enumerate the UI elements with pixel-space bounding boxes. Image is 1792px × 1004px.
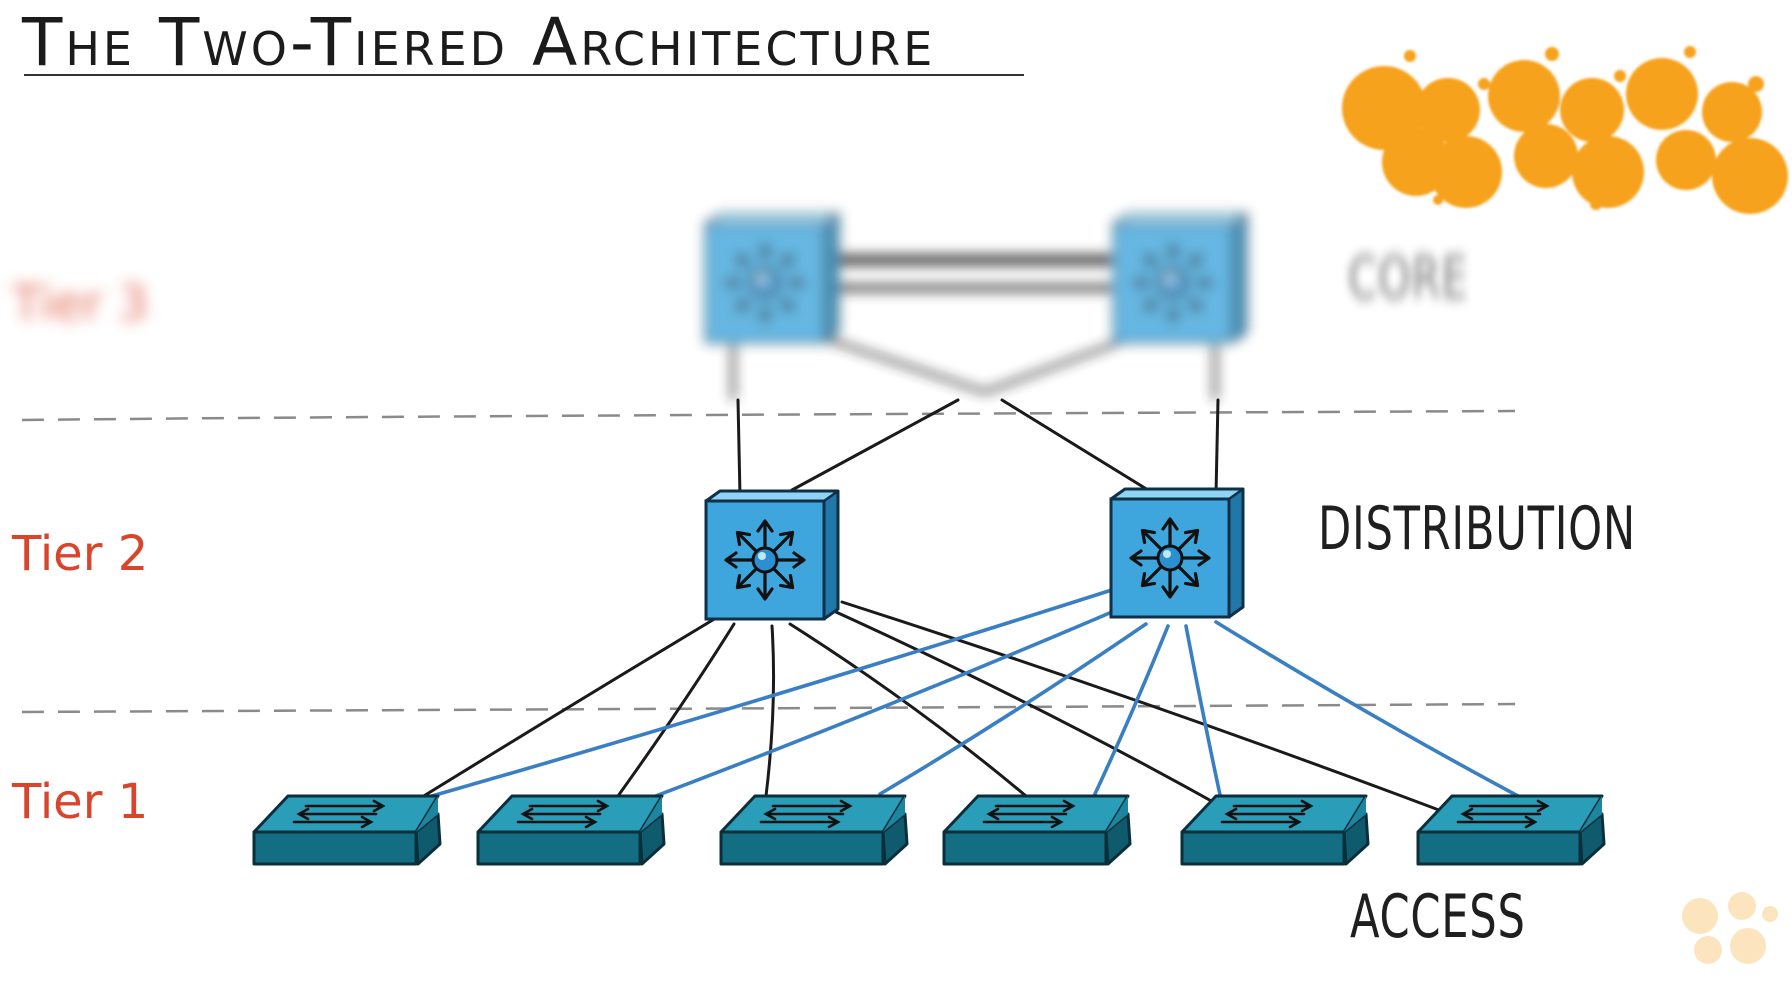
core-layer [706,214,1246,400]
access-switches [252,794,1606,866]
distribution-switch-right-icon [1111,489,1243,617]
access-switch-4-icon [942,794,1132,866]
link-right-to-access-1 [416,586,1120,802]
distribution-uplinks [736,398,1220,498]
logo-dot-1 [1342,66,1426,150]
link-right-to-access-2 [638,604,1128,804]
link-left-to-access-2 [616,622,736,798]
link-left-to-access-5 [834,610,1226,810]
distribution-switch-left-icon [706,491,838,619]
link-right-to-access-6 [1214,620,1520,798]
page-title: The Two-Tiered Architecture [22,4,936,81]
tier-label-bottom: Tier 1 [12,774,149,830]
link-left-to-access-1 [412,616,718,804]
tier-separator-upper [21,409,1516,422]
logo-dot-10 [1572,136,1644,208]
logo-speck-4 [1748,76,1764,92]
link-left-to-access-3 [764,624,776,798]
core-switch-right-icon [1114,214,1246,342]
watermark-dot-4 [1730,928,1766,964]
logo-speck-7 [1433,195,1443,205]
access-switch-3-icon [719,794,909,866]
logo-dot-11 [1656,130,1716,190]
link-left-to-access-4 [788,622,1028,798]
tier-label-middle: Tier 2 [12,526,149,582]
core-switch-left-icon [706,214,838,342]
logo-speck-1 [1404,50,1416,62]
access-switch-1-icon [252,794,442,866]
tier-label-top: Tier 3 [12,276,149,332]
links-from-left-distribution [412,600,1462,820]
logo-dot-8 [1430,136,1502,208]
watermark-dot-5 [1762,906,1778,922]
watermark-dot-1 [1682,898,1718,934]
watermark-dot-2 [1728,892,1756,920]
logo-dot-3 [1488,60,1560,132]
access-switch-5-icon [1180,794,1370,866]
logo-dot-9 [1514,124,1578,188]
access-switch-2-icon [476,794,666,866]
link-right-to-access-5 [1184,624,1224,806]
logo-speck-6 [1614,70,1626,82]
link-right-to-access-4 [1092,624,1170,798]
logo-speck-5 [1478,78,1490,90]
orange-dots-logo-icon [1342,46,1788,214]
tier-separator-lower [21,702,1516,714]
logo-dot-4 [1560,78,1624,142]
logo-speck-3 [1684,46,1696,58]
layer-label-access: ACCESS [1350,882,1526,952]
layer-label-core: CORE [1348,244,1469,312]
layer-label-distribution: DISTRIBUTION [1318,494,1636,564]
logo-speck-2 [1545,47,1559,61]
logo-speck-8 [1590,198,1602,210]
link-right-to-access-3 [878,622,1148,796]
watermark-dots-icon [1682,892,1778,964]
links-from-right-distribution [416,586,1520,806]
title-underline [24,74,1024,76]
logo-dot-5 [1626,58,1698,130]
watermark-dot-3 [1694,936,1722,964]
logo-dot-2 [1416,78,1480,142]
link-left-to-access-6 [840,600,1462,820]
logo-dot-12 [1712,138,1788,214]
access-switch-6-icon [1416,794,1606,866]
logo-dot-6 [1702,82,1762,142]
